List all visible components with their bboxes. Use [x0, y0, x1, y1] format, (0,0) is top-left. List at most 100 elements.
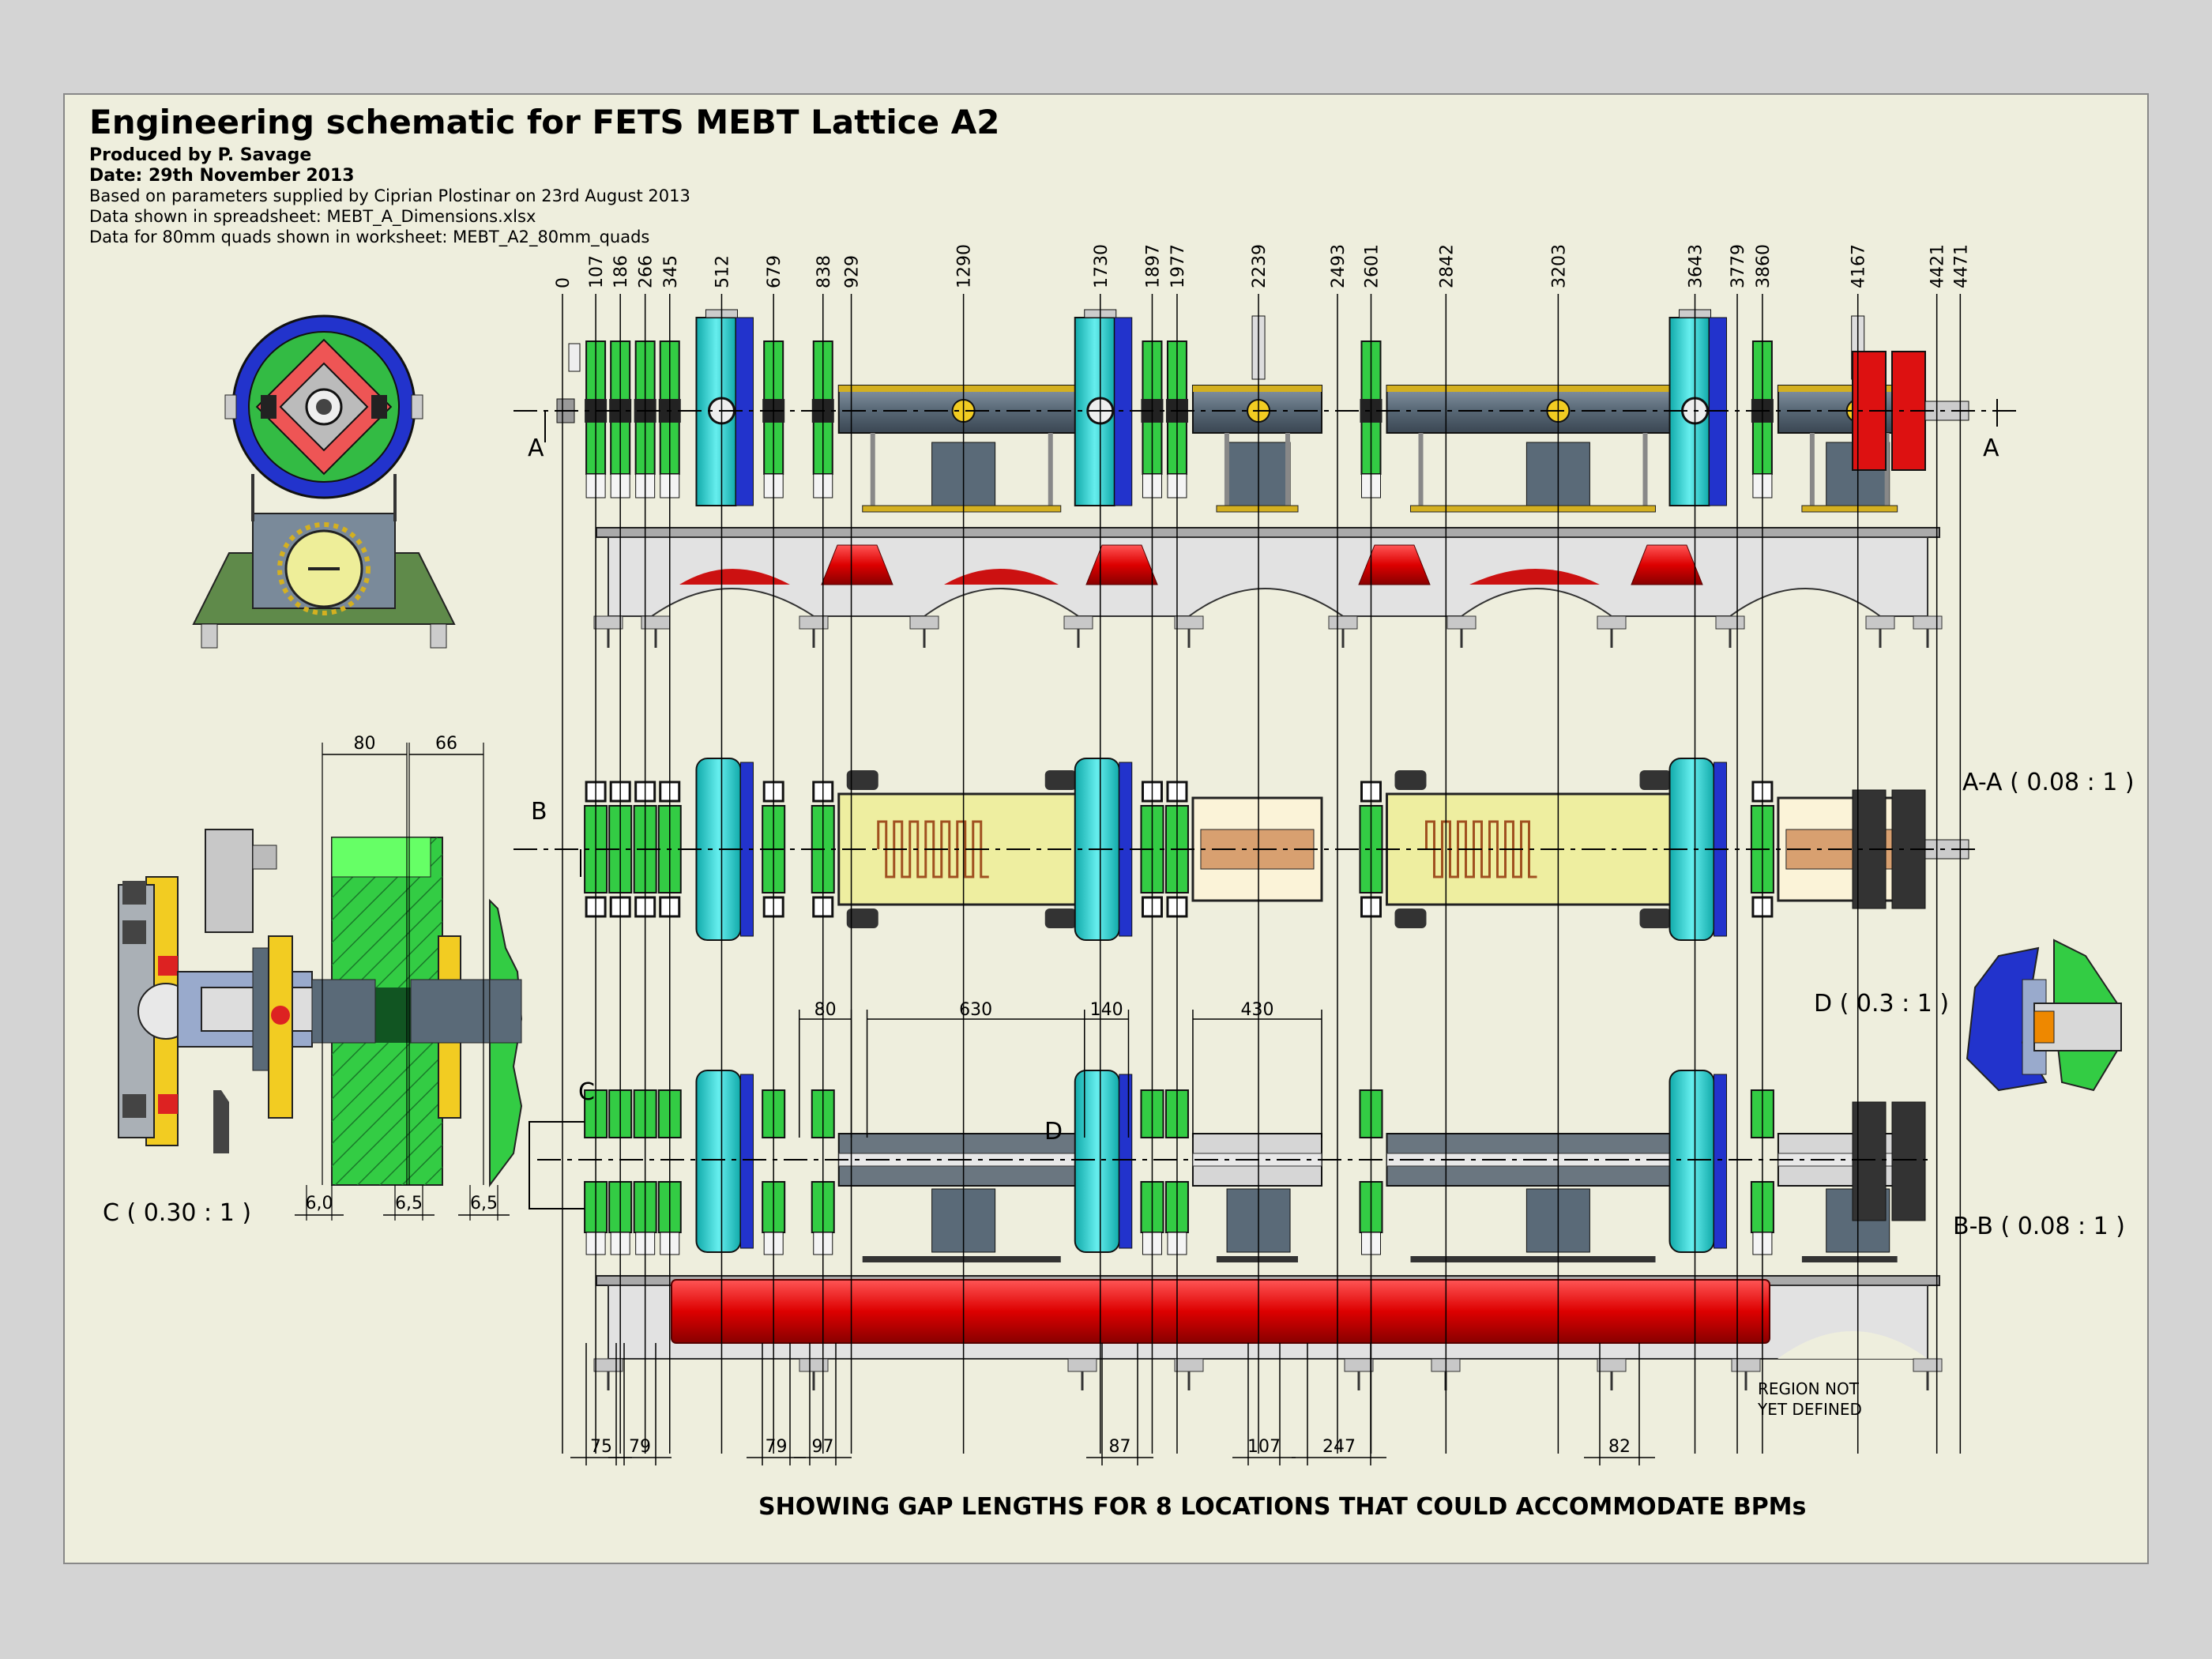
row1-red-support — [1085, 544, 1158, 585]
row1-foot — [1715, 615, 1745, 630]
row3-cavity — [1074, 1070, 1120, 1253]
row3-support-girder — [596, 1275, 1940, 1360]
row2-chopper-wheel — [1394, 908, 1427, 928]
row3-chopper-base — [1216, 1256, 1298, 1262]
row1-chopper-body — [1386, 385, 1680, 434]
row1-red-support — [821, 544, 893, 585]
region-note-line-1: REGION NOT — [1758, 1379, 1859, 1398]
c-dim-label: 66 — [435, 734, 457, 754]
position-extension-lines — [562, 294, 1962, 1454]
row1-foot — [1174, 615, 1204, 630]
row2-chopper-meander — [1424, 820, 1537, 878]
detail-c-view — [118, 829, 523, 1187]
row2-chopper-wheel — [1044, 770, 1077, 790]
region-note: REGION NOT YET DEFINED — [1758, 1379, 1862, 1420]
gap-dim-label: 75 — [590, 1437, 612, 1457]
position-label: 186 — [611, 255, 631, 288]
row1-foot — [593, 615, 623, 630]
row2-chopper-wheel — [846, 770, 878, 790]
row1-support-girder — [596, 527, 1940, 617]
row1-chopper-flange — [1192, 386, 1322, 392]
section-markers — [529, 399, 1998, 1209]
row3-foot — [1597, 1358, 1627, 1372]
row1-foot — [909, 615, 939, 630]
based-on-line: Based on parameters supplied by Ciprian … — [89, 186, 690, 205]
d-scale-label: D ( 0.3 : 1 ) — [1814, 990, 1950, 1018]
row1-chopper-flange — [1778, 386, 1921, 392]
position-label: 2601 — [1362, 244, 1382, 288]
produced-by: Produced by P. Savage — [89, 145, 312, 165]
row1-chopper-leg — [1285, 433, 1290, 508]
position-label: 1290 — [955, 244, 975, 288]
position-label: 4471 — [1951, 244, 1971, 288]
row1-chopper-leg — [1224, 433, 1229, 508]
row3-foot — [1174, 1358, 1204, 1372]
row2-chopper-wheel — [1639, 908, 1672, 928]
row1-red-support — [1631, 544, 1703, 585]
c-dim-label: 6,5 — [470, 1194, 498, 1213]
row3-chopper-base — [1410, 1256, 1656, 1262]
row1-foot — [1865, 615, 1895, 630]
top-dim-label: 80 — [814, 1000, 837, 1020]
row1-chopper-flange — [838, 386, 1085, 392]
section-c-label: C — [578, 1078, 595, 1106]
row1-chopper-leg — [1642, 433, 1648, 508]
position-label: 3860 — [1754, 244, 1774, 288]
footer-caption: SHOWING GAP LENGTHS FOR 8 LOCATIONS THAT… — [758, 1493, 1807, 1521]
gap-dim-label: 79 — [766, 1437, 788, 1457]
top-dim-label: 430 — [1240, 1000, 1273, 1020]
position-label: 1730 — [1092, 244, 1112, 288]
row1-chopper-flange — [1386, 386, 1680, 392]
row3-end-magnet — [1891, 1101, 1926, 1221]
position-label: 3779 — [1729, 244, 1748, 288]
date-line: Date: 29th November 2013 — [89, 166, 355, 186]
row1-chopper-leg — [870, 433, 875, 508]
row2-chopper-meander — [877, 820, 989, 878]
position-label: 929 — [843, 255, 863, 288]
position-label: 1977 — [1168, 244, 1188, 288]
c-dim-label: 6,5 — [395, 1194, 423, 1213]
position-label: 512 — [713, 255, 732, 288]
worksheet-line: Data for 80mm quads shown in worksheet: … — [89, 228, 650, 246]
row3-foot — [799, 1358, 829, 1372]
row3-cavity — [1668, 1070, 1715, 1253]
row3-chopper-base — [1801, 1256, 1898, 1262]
row1-foot — [799, 615, 829, 630]
row1-foot — [1913, 615, 1943, 630]
position-label: 1897 — [1143, 244, 1163, 288]
row1-chopper-base — [1409, 505, 1657, 513]
gap-dim-label: 247 — [1322, 1437, 1356, 1457]
row3-cavity-side — [739, 1074, 754, 1249]
position-label: 107 — [587, 255, 607, 288]
section-a-left-label: A — [528, 434, 544, 462]
row1-chopper-leg — [1809, 433, 1815, 508]
position-label: 266 — [637, 255, 656, 288]
gap-dim-label: 97 — [812, 1437, 834, 1457]
row2-chopper-wheel — [846, 908, 878, 928]
gap-dim-label: 107 — [1247, 1437, 1281, 1457]
gap-dim-label: 82 — [1608, 1437, 1631, 1457]
row1-foot — [1328, 615, 1358, 630]
page-title: Engineering schematic for FETS MEBT Latt… — [89, 103, 1000, 141]
c-dim-label: 80 — [354, 734, 376, 754]
row1-start-gauge — [568, 343, 581, 372]
row1-foot — [1063, 615, 1093, 630]
row1-red-support — [1358, 544, 1431, 585]
section-d-label: D — [1044, 1118, 1063, 1146]
row3-cavity-side — [1714, 1074, 1728, 1249]
top-dim-label: 140 — [1090, 1000, 1123, 1020]
position-label: 345 — [661, 255, 681, 288]
row3-foot — [1344, 1358, 1374, 1372]
position-label: 0 — [554, 277, 574, 288]
c-scale-label: C ( 0.30 : 1 ) — [103, 1199, 252, 1227]
row3-foot — [1067, 1358, 1097, 1372]
row3-cavity — [695, 1070, 742, 1253]
row2-chopper-wheel — [1639, 770, 1672, 790]
position-label: 838 — [814, 255, 834, 288]
region-note-line-2: YET DEFINED — [1758, 1400, 1862, 1419]
row1-chopper-leg — [1884, 433, 1890, 508]
